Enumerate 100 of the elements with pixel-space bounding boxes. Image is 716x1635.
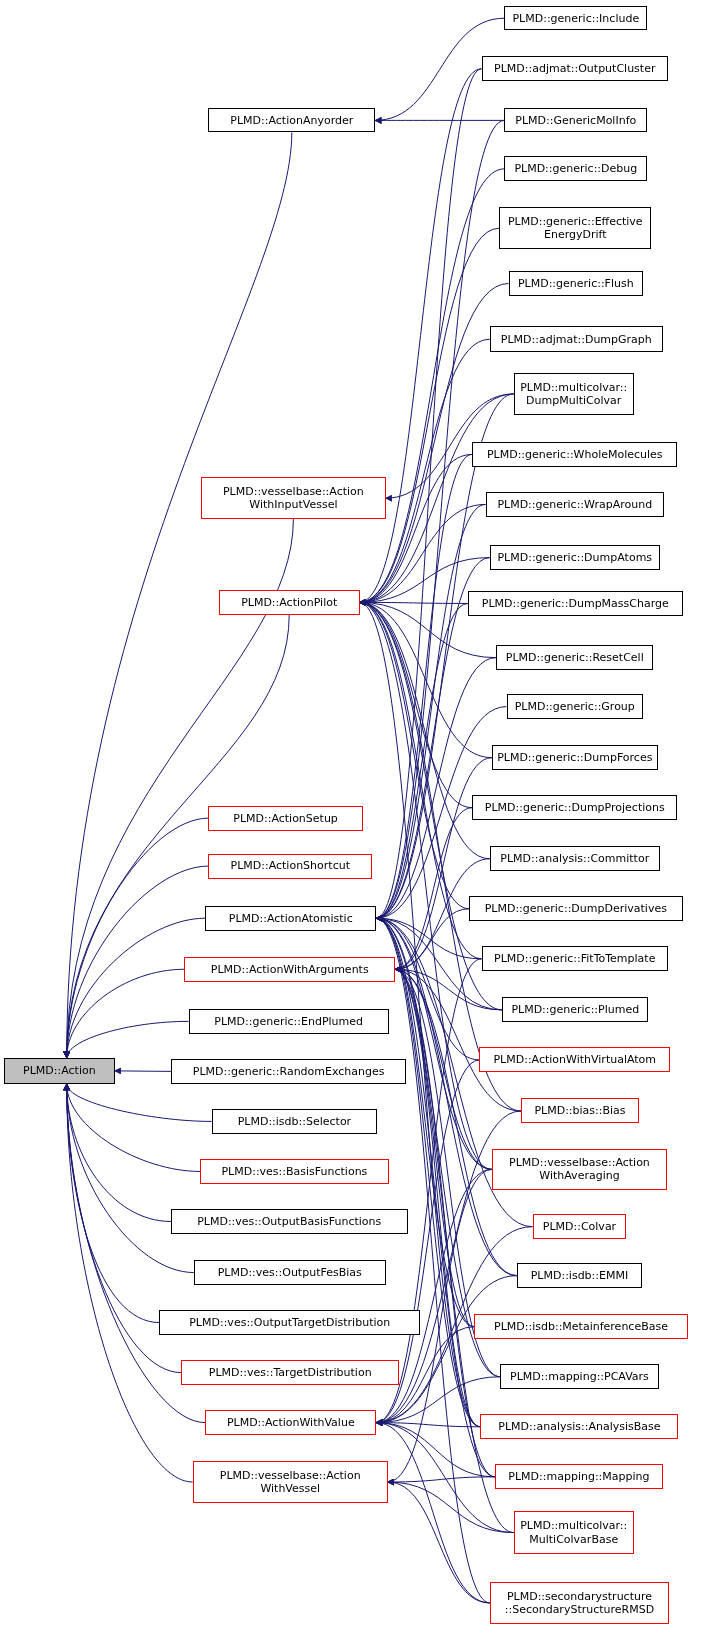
class-name: PLMD::vesselbase::Action WithVessel [218, 1468, 362, 1496]
class-box [491, 745, 658, 771]
class-box [499, 207, 652, 250]
class-name: PLMD::adjmat::DumpGraph [500, 332, 652, 346]
class-name: PLMD::multicolvar:: DumpMultiColvar [519, 380, 629, 408]
class-box [474, 1314, 688, 1340]
class-name: PLMD::generic::Include [512, 11, 640, 25]
class-name: PLMD::generic::DumpProjections [484, 801, 665, 815]
class-name: PLMD::bias::Bias [534, 1104, 626, 1118]
class-name: PLMD::ActionSetup [233, 811, 338, 825]
inheritance-arrow [387, 1479, 491, 1604]
class-box [516, 1263, 642, 1289]
class-name: PLMD::generic::WholeMolecules [486, 447, 663, 461]
class-box [205, 1410, 377, 1436]
inheritance-arrow [113, 1067, 172, 1075]
class-box [513, 1511, 634, 1554]
class-box [508, 270, 644, 296]
class-box [489, 846, 660, 872]
class-name: PLMD::ves::OutputBasisFunctions [197, 1214, 382, 1229]
class-box [4, 1057, 115, 1084]
class-name: PLMD::mapping::PCAVars [510, 1370, 649, 1384]
class-name: PLMD::ActionAtomistic [228, 911, 353, 925]
class-box [495, 1464, 663, 1490]
class-box [481, 946, 669, 972]
class-box [521, 1098, 639, 1124]
class-name: PLMD::ves::BasisFunctions [221, 1164, 368, 1179]
class-box [170, 1058, 407, 1084]
class-box [467, 590, 683, 616]
class-name: PLMD::adjmat::OutputCluster [494, 62, 656, 76]
class-box [469, 896, 683, 922]
class-box [208, 108, 376, 133]
class-box [485, 491, 664, 517]
class-box [201, 477, 386, 519]
inheritance-arrow [384, 393, 515, 501]
class-name: PLMD::Action [23, 1064, 96, 1078]
class-name: PLMD::ActionWithArguments [210, 962, 369, 976]
class-name: PLMD::mapping::Mapping [508, 1470, 650, 1484]
class-name: PLMD::ActionAnyorder [230, 113, 354, 127]
class-name: PLMD::generic::WrapAround [497, 497, 653, 511]
class-box [193, 1260, 386, 1286]
class-name: PLMD::generic::RandomExchanges [192, 1064, 385, 1078]
class-name: PLMD::generic::ResetCell [505, 651, 644, 665]
class-name: PLMD::secondarystructure ::SecondaryStructureRMSD [503, 1589, 656, 1617]
class-box [504, 6, 648, 31]
class-name: PLMD::ves::TargetDistribution [208, 1366, 372, 1380]
class-name: PLMD::generic::Effective EnergyDrift [506, 215, 644, 242]
class-box [472, 441, 678, 467]
inheritance-arrow [65, 1020, 190, 1059]
class-box [188, 1008, 389, 1034]
class-box [159, 1310, 420, 1336]
class-name: PLMD::generic::Flush [517, 276, 634, 291]
class-name: PLMD::generic::Group [514, 700, 635, 714]
class-name: PLMD::isdb::EMMI [530, 1269, 629, 1283]
class-box [479, 1047, 671, 1073]
class-name: PLMD::analysis::AnalysisBase [498, 1420, 661, 1434]
class-box [532, 1214, 627, 1240]
class-box [513, 373, 634, 415]
class-name: PLMD::ActionShortcut [230, 859, 350, 873]
class-box [218, 589, 360, 615]
class-name: PLMD::Colvar [542, 1220, 617, 1234]
class-name: PLMD::generic::Debug [514, 162, 638, 176]
class-box [491, 1148, 667, 1191]
class-name: PLMD::isdb::MetainferenceBase [494, 1320, 668, 1334]
class-box [489, 1582, 670, 1624]
class-box [192, 1461, 388, 1503]
class-box [481, 56, 669, 82]
class-name: PLMD::vesselbase::Action WithAveraging [508, 1156, 651, 1183]
class-box [504, 156, 648, 182]
class-name: PLMD::generic::DumpDerivatives [484, 902, 667, 916]
class-box [500, 1364, 659, 1390]
class-name: PLMD::analysis::Committor [500, 852, 650, 866]
class-name: PLMD::ves::OutputFesBias [217, 1265, 362, 1280]
class-box [489, 545, 660, 571]
class-box [181, 1360, 400, 1386]
class-name: PLMD::ActionWithValue [226, 1416, 355, 1430]
class-name: PLMD::ActionPilot [241, 595, 338, 609]
class-box [480, 1414, 679, 1440]
class-box [208, 805, 363, 831]
class-box [506, 694, 643, 720]
class-name: PLMD::ves::OutputTargetDistribution [189, 1315, 391, 1330]
class-name: PLMD::isdb::Selector [237, 1114, 352, 1128]
class-box [208, 853, 373, 879]
class-box [502, 997, 649, 1023]
class-box [472, 795, 678, 821]
class-box [200, 1158, 389, 1184]
class-box [184, 956, 395, 982]
class-box [170, 1208, 408, 1234]
inheritance-arrow [63, 1083, 194, 1483]
class-box [211, 1108, 378, 1134]
class-box [489, 326, 663, 353]
class-box [496, 645, 654, 671]
class-name: PLMD::GenericMolInfo [515, 113, 637, 127]
class-name: PLMD::generic::DumpAtoms [497, 550, 653, 565]
class-name: PLMD::ActionWithVirtualAtom [493, 1053, 657, 1067]
class-name: PLMD::generic::FitToTemplate [494, 952, 656, 966]
class-name: PLMD::generic::EndPlumed [214, 1014, 363, 1028]
class-name: PLMD::generic::Plumed [511, 1003, 640, 1017]
class-name: PLMD::multicolvar:: MultiColvarBase [519, 1519, 629, 1546]
class-name: PLMD::generic::DumpMassCharge [481, 596, 669, 610]
class-box [205, 905, 377, 931]
